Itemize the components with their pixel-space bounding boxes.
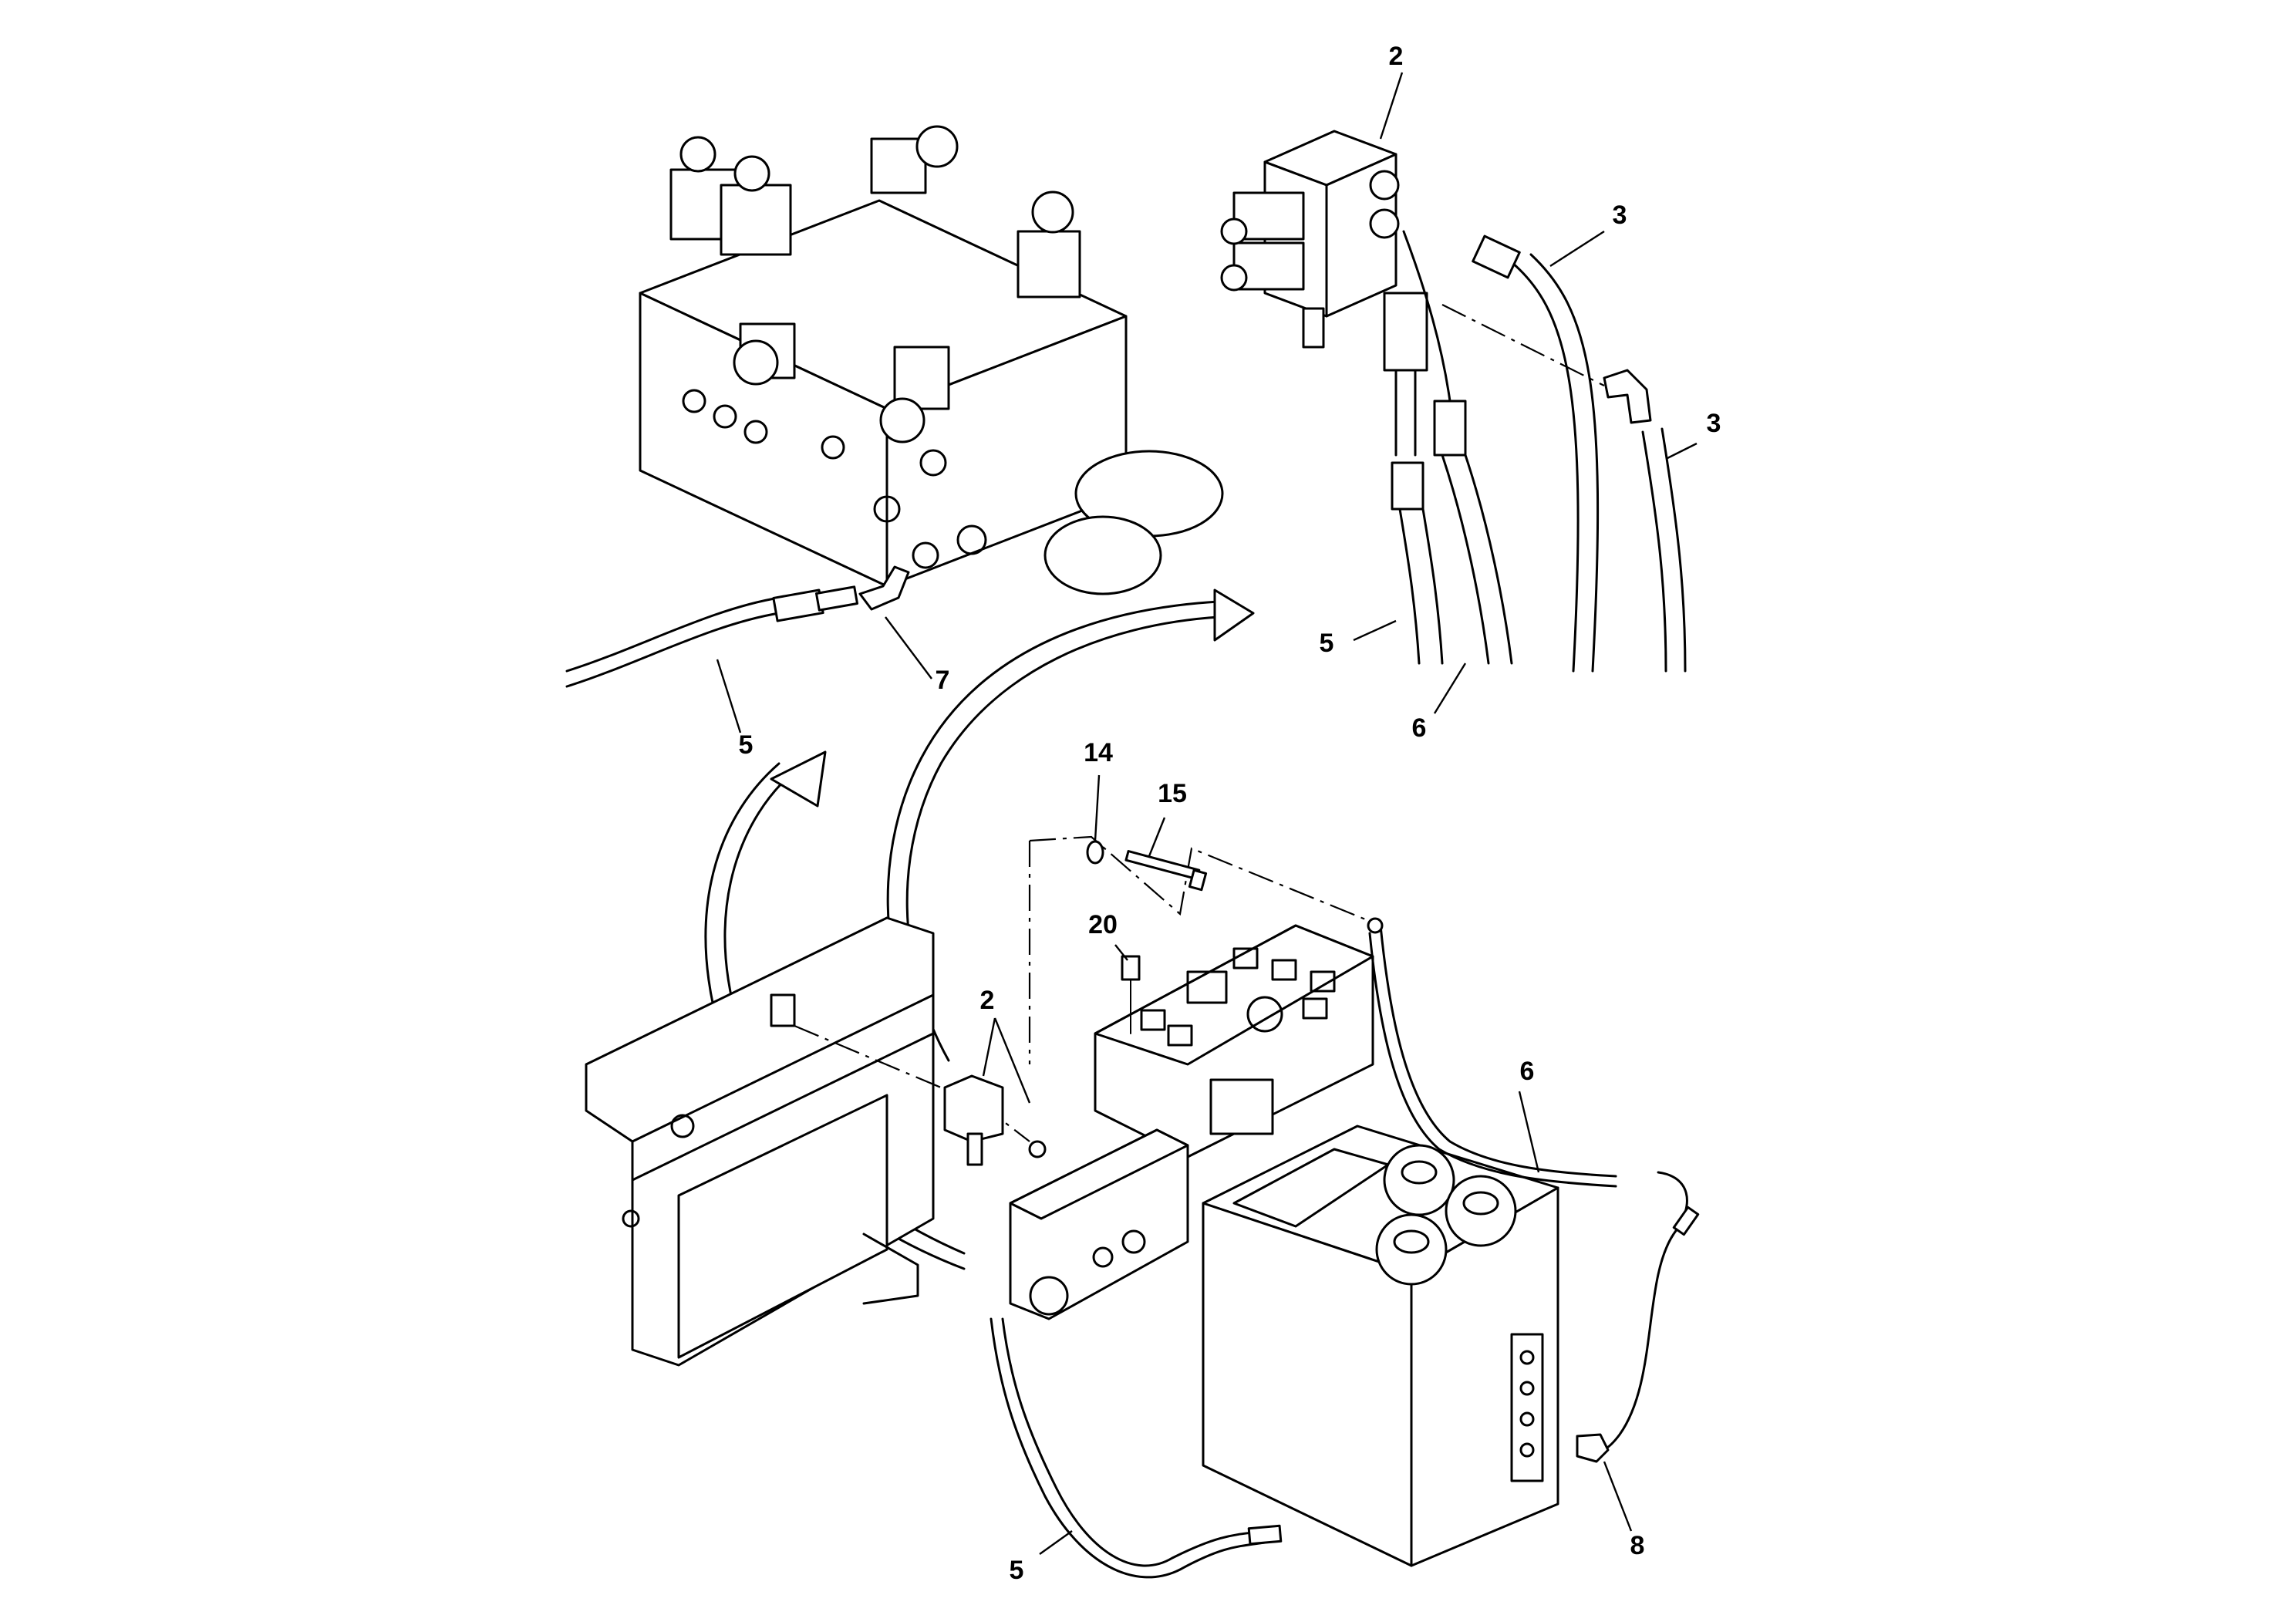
callout-14: 14 xyxy=(1084,738,1113,767)
callout-leader-lines xyxy=(716,72,1698,1555)
callout-2-mid: 2 xyxy=(980,986,995,1015)
hose-5-left-upper xyxy=(565,565,910,688)
callout-7: 7 xyxy=(936,666,950,695)
hose-5-bottom xyxy=(990,1317,1283,1579)
hose-5-and-6-upper-right xyxy=(1383,230,1513,665)
callout-8: 8 xyxy=(1630,1531,1645,1560)
valve-block-2-installed xyxy=(943,1074,1047,1166)
callout-15: 15 xyxy=(1158,779,1187,808)
callout-2-top: 2 xyxy=(1389,42,1404,71)
valve-block-2-detail xyxy=(1220,130,1400,349)
callout-6-lower: 6 xyxy=(1520,1057,1535,1086)
callout-6-upper: 6 xyxy=(1412,713,1427,743)
hose-8-line xyxy=(1576,1171,1700,1463)
tank-filters xyxy=(1375,1144,1517,1286)
callout-20: 20 xyxy=(1088,910,1118,939)
washer-14 xyxy=(1086,840,1104,865)
hose-6-lower xyxy=(1367,917,1617,1188)
mounting-frame xyxy=(585,916,935,1367)
callout-3-lower: 3 xyxy=(1707,409,1721,438)
callout-5-left: 5 xyxy=(739,730,754,760)
hose-3-pair xyxy=(1441,234,1687,673)
bolt-15 xyxy=(1124,850,1208,892)
switch-20 xyxy=(1121,955,1141,1034)
pump-housing xyxy=(1009,1128,1189,1320)
control-panel xyxy=(1094,924,1374,1158)
callout-3-upper: 3 xyxy=(1613,201,1627,230)
callout-5-bottom: 5 xyxy=(1010,1556,1024,1585)
callout-labels: 2 3 3 5 6 7 5 14 15 20 2 6 8 5 xyxy=(739,42,1721,1585)
valve-manifold-block xyxy=(639,125,1224,595)
callout-5-upper-right: 5 xyxy=(1320,629,1334,658)
